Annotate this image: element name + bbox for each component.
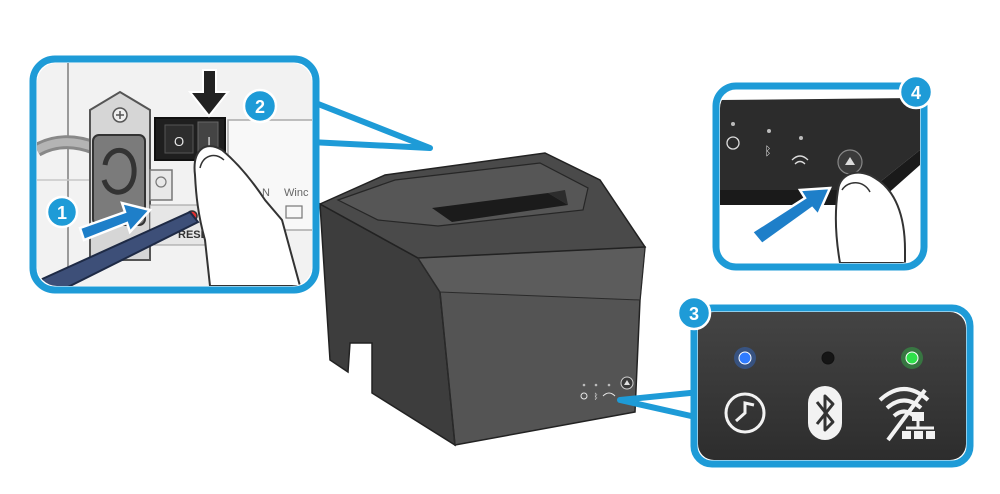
step-badge-1: 1 [45, 195, 79, 229]
finger-pressing-button [834, 171, 906, 263]
rocker-off-label: O [174, 134, 184, 149]
arrow-right-icon [78, 201, 153, 242]
bluetooth-icon: ᛒ [764, 144, 771, 158]
svg-text:4: 4 [911, 83, 921, 103]
svg-text:1: 1 [57, 203, 67, 223]
power-icon [724, 392, 766, 434]
partial-label-n: N [262, 187, 270, 199]
callout-connector-bottom [617, 389, 703, 421]
status-led-wifi-lan [905, 351, 919, 365]
usb-port-icon [285, 205, 303, 219]
arrow-up-right-icon [750, 186, 832, 246]
bluetooth-icon [808, 386, 842, 440]
power-icon [726, 136, 740, 150]
printer: ᛒ [318, 152, 647, 447]
step-badge-3: 3 [676, 295, 712, 331]
status-led-power [738, 351, 752, 365]
svg-text:3: 3 [689, 304, 699, 324]
arrow-down-icon [187, 69, 231, 118]
printer-front-status-panel: ᛒ [580, 376, 634, 401]
step-badge-2: 2 [242, 88, 278, 124]
svg-text:2: 2 [255, 97, 265, 117]
wifi-lan-icon [878, 387, 935, 442]
rocker-on-label: I [207, 134, 211, 149]
detail-panel-rear-switch: O I N Winc RESET 1 [29, 55, 320, 294]
reset-tool-pen [37, 210, 200, 286]
step-badge-4: 4 [898, 74, 934, 110]
svg-text:ᛒ: ᛒ [594, 392, 599, 401]
partial-label-winc: Winc [284, 187, 309, 199]
detail-panel-feed-button: ᛒ 4 [712, 74, 934, 271]
callout-connector-left [305, 97, 433, 151]
finger-pressing-switch [193, 145, 302, 286]
detail-panel-status-leds: 3 [676, 295, 974, 468]
status-led-bluetooth [821, 351, 835, 365]
wifi-lan-icon [791, 155, 809, 165]
